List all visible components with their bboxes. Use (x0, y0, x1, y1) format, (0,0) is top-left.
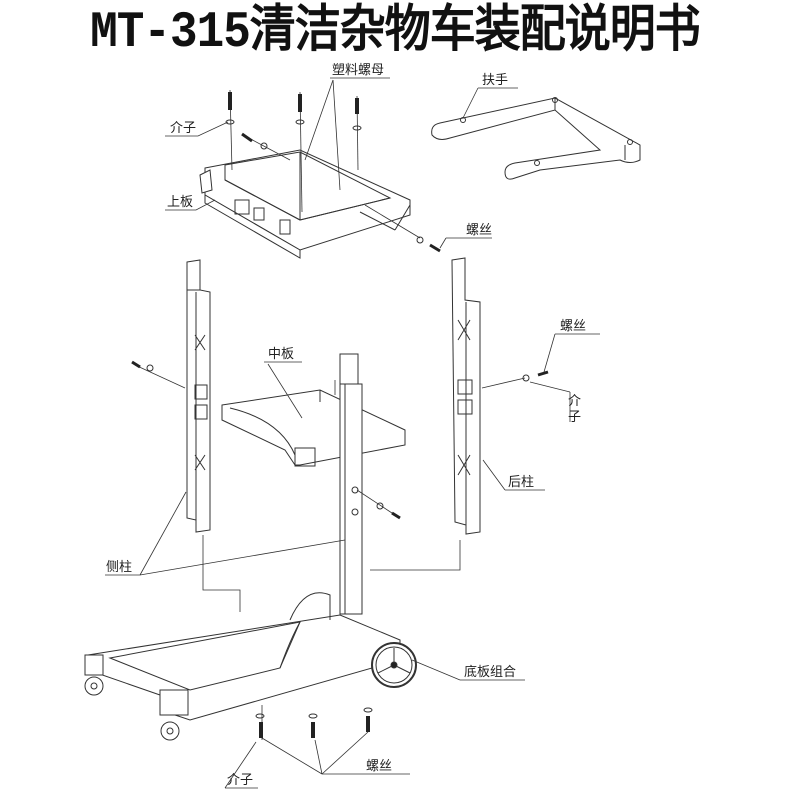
label-rear-post: 后柱 (508, 475, 535, 490)
label-side-post: 侧柱 (106, 560, 133, 575)
side-post-part (131, 259, 211, 533)
middle-shelf-part (221, 389, 406, 467)
label-handle: 扶手 (482, 73, 509, 88)
base-assembly-part (84, 592, 417, 741)
label-washer-right: 介子 (568, 394, 582, 425)
label-screw-bottom: 螺丝 (366, 759, 393, 774)
label-screw-right: 螺丝 (560, 319, 587, 334)
label-middle-shelf: 中板 (268, 347, 295, 362)
page-title: MT-315清洁杂物车装配说明书 (90, 4, 701, 62)
label-top-shelf: 上板 (167, 195, 194, 210)
label-screw-top: 螺丝 (466, 223, 493, 238)
label-base-assembly: 底板组合 (464, 665, 517, 680)
front-post-part (339, 353, 401, 615)
top-shelf-screws (225, 89, 441, 253)
top-shelf-part (199, 149, 411, 259)
label-washer-top: 介子 (170, 121, 197, 136)
rear-post-part (451, 257, 549, 535)
label-plastic-nut: 塑料螺母 (332, 63, 385, 78)
leader-lines (105, 77, 600, 789)
handle-part (431, 97, 641, 180)
label-washer-bottom: 介子 (227, 773, 254, 788)
